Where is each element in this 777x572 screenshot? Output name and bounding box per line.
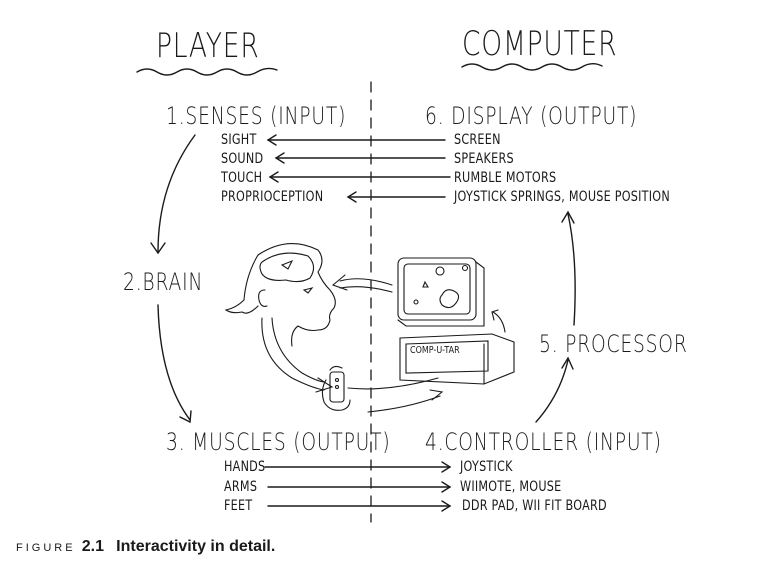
- stage-senses-label: 1.SENSES (INPUT): [166, 102, 347, 130]
- player-column-title: PLAYER: [156, 26, 260, 66]
- figure-caption: FIGURE 2.1 Interactivity in detail.: [16, 538, 275, 556]
- computer-box-label: COMP-U-TAR: [410, 345, 460, 356]
- controller-item-ddr-wiifit: DDR PAD, WII FIT BOARD: [462, 498, 607, 514]
- screen-to-head-arrow: [331, 274, 393, 293]
- computer-column-title: COMPUTER: [462, 24, 618, 64]
- player-head-illustration: [224, 243, 336, 393]
- stage-display-label: 6. DISPLAY (OUTPUT): [425, 102, 638, 130]
- controller-item-wiimote-mouse: WIIMOTE, MOUSE: [460, 479, 562, 495]
- stage-brain-label: 2.BRAIN: [123, 268, 204, 296]
- stage-controller-label: 4.CONTROLLER (INPUT): [425, 428, 662, 456]
- computer-underline: [461, 63, 603, 71]
- player-underline: [136, 67, 278, 76]
- muscles-item-feet: FEET: [224, 498, 253, 514]
- senses-item-sound: SOUND: [221, 151, 264, 167]
- controller-item-joystick: JOYSTICK: [460, 459, 513, 475]
- display-item-screen: SCREEN: [454, 132, 501, 148]
- caption-prefix: FIGURE: [16, 542, 76, 554]
- computer-box-illustration: [399, 309, 515, 385]
- controller-to-computer-arrows: [347, 377, 444, 413]
- senses-item-touch: TOUCH: [221, 170, 263, 186]
- display-item-joystick-springs: JOYSTICK SPRINGS, MOUSE POSITION: [454, 189, 670, 205]
- display-item-speakers: SPEAKERS: [454, 151, 514, 167]
- monitor-illustration: [397, 257, 485, 327]
- senses-item-sight: SIGHT: [221, 132, 257, 148]
- senses-item-proprioception: PROPRIOCEPTION: [221, 189, 324, 205]
- controller-illustration: [321, 365, 351, 411]
- muscles-item-arms: ARMS: [224, 479, 258, 495]
- muscles-item-hands: HANDS: [224, 459, 266, 475]
- caption-number: 2.1: [81, 538, 104, 555]
- caption-text: Interactivity in detail.: [116, 538, 276, 555]
- display-item-rumble-motors: RUMBLE MOTORS: [454, 170, 557, 186]
- stage-muscles-label: 3. MUSCLES (OUTPUT): [166, 428, 391, 456]
- stage-processor-label: 5. PROCESSOR: [539, 330, 688, 358]
